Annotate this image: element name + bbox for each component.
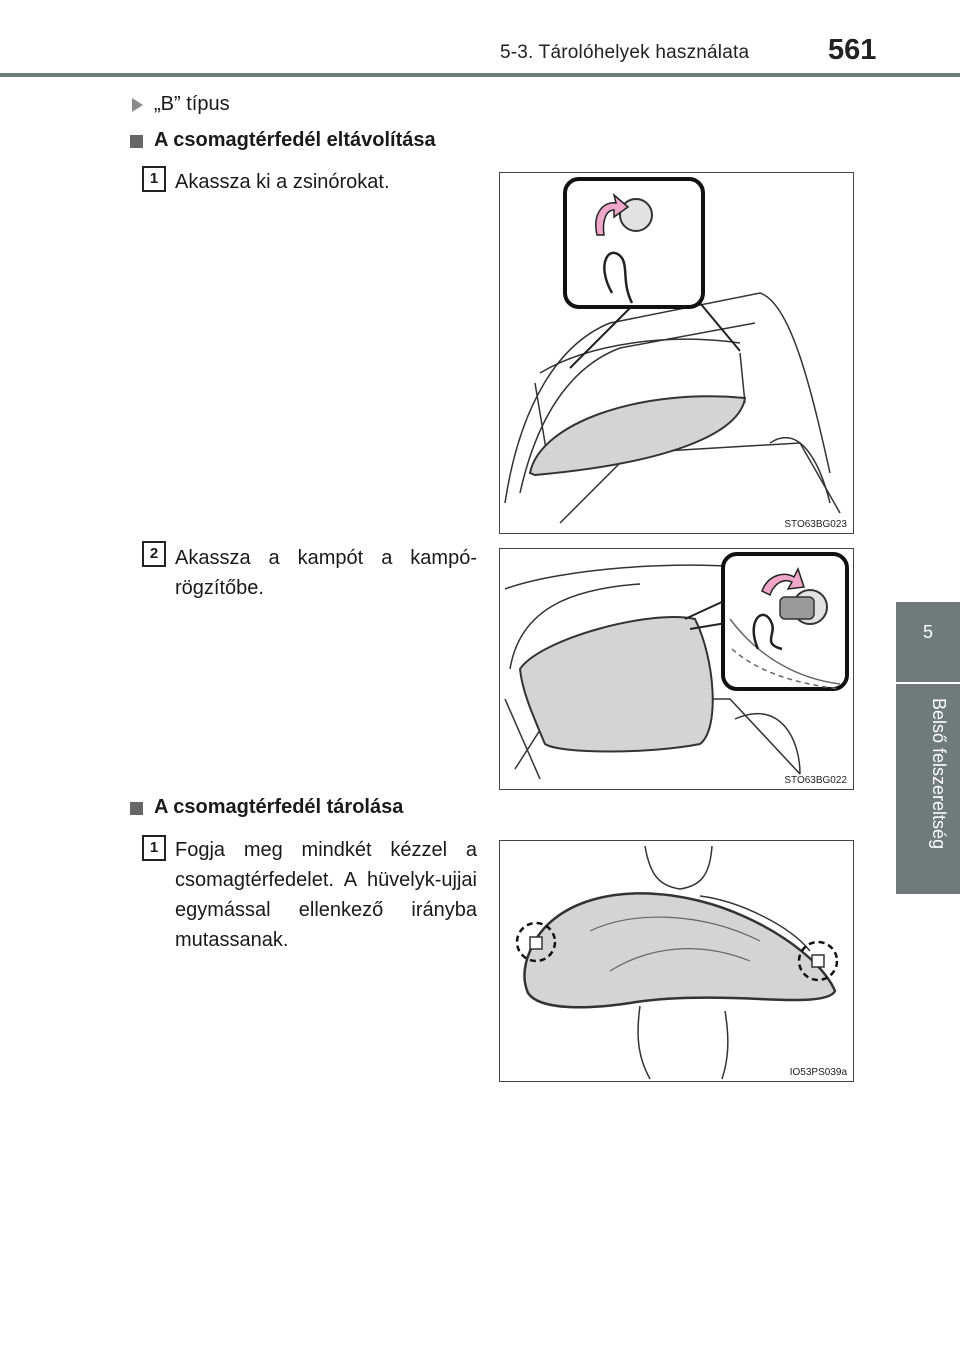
figure-id: STO63BG022: [782, 775, 849, 786]
cargo-cover-cords-illustration: [504, 177, 841, 524]
figure-hook-cover: STO63BG022: [499, 548, 854, 790]
header-rule: [0, 73, 960, 77]
section-title-removal: A csomagtérfedél eltávolítása: [154, 129, 436, 151]
page-number: 561: [828, 34, 877, 66]
square-bullet-icon: [130, 135, 143, 148]
step-text: Akassza a kampót a kampó-rögzítőbe.: [175, 547, 477, 599]
step-number: 1: [142, 166, 166, 192]
square-bullet-icon: [130, 802, 143, 815]
chapter-title-tab: Belső felszereltség: [896, 684, 960, 894]
figure-id: IO53PS039a: [787, 1067, 849, 1078]
cargo-cover-hook-illustration: [504, 552, 849, 780]
figure-id: STO63BG023: [782, 519, 849, 530]
person-holding-cover-illustration: [515, 845, 839, 1080]
triangle-bullet-icon: [132, 98, 143, 112]
chapter-number: 5: [922, 622, 933, 642]
type-marker: „B” típus: [154, 93, 230, 115]
section-title-storage: A csomagtérfedél tárolása: [154, 796, 404, 818]
section-header-title: 5-3. Tárolóhelyek használata: [500, 42, 750, 63]
step-number: 2: [142, 541, 166, 567]
chapter-title: Belső felszereltség: [929, 698, 949, 850]
figure-hold-cover: IO53PS039a: [499, 840, 854, 1082]
chapter-tab: 5: [896, 602, 960, 682]
step-number: 1: [142, 835, 166, 861]
step-text: Fogja meg mindkét kézzel a csomagtérfede…: [175, 839, 477, 951]
figure-unhook-cords: STO63BG023: [499, 172, 854, 534]
step-text: Akassza ki a zsinórokat.: [175, 171, 390, 193]
